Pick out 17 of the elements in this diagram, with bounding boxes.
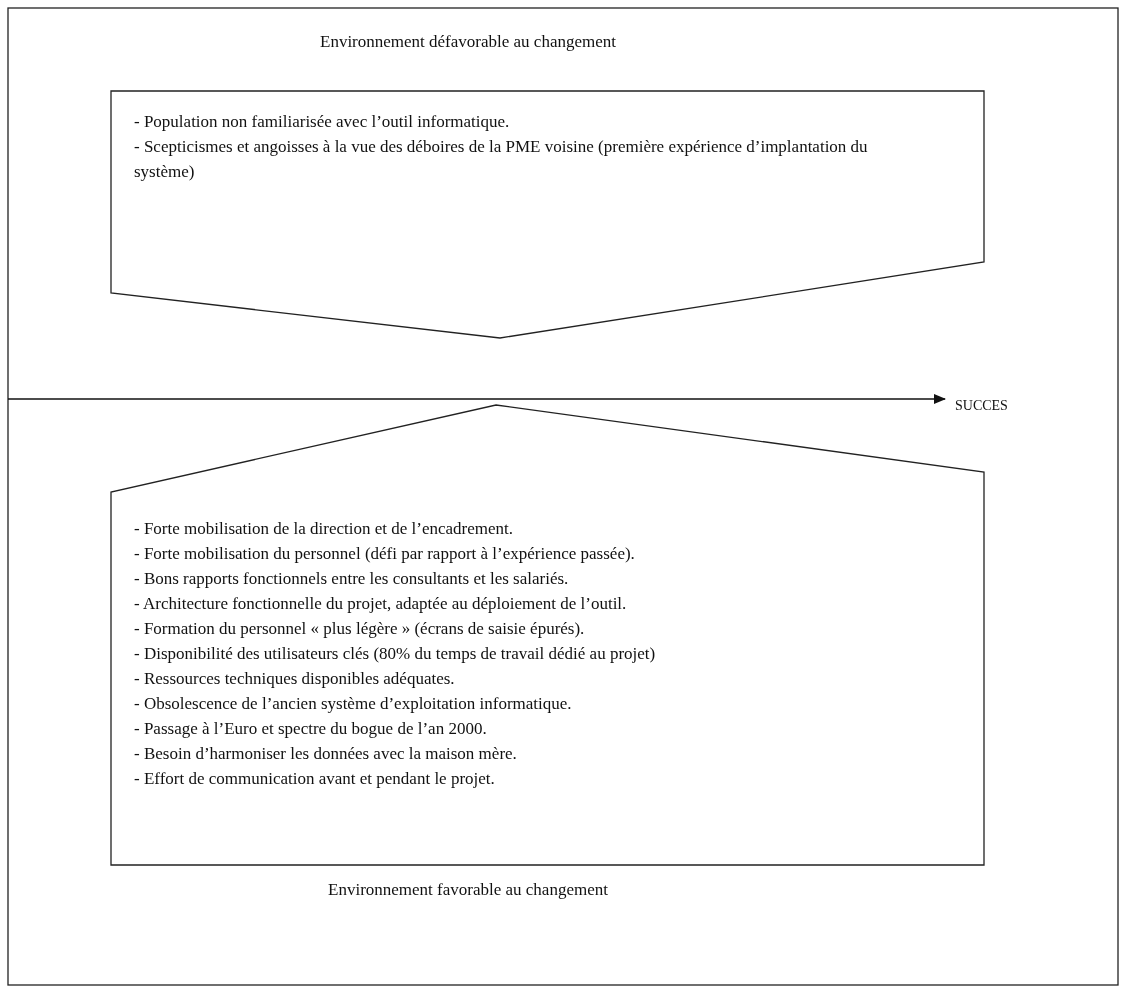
bullet-text: - Forte mobilisation de la direction et de l’encadrement. [134, 518, 515, 540]
bullet-text: - Population non familiarisée avec l’outil informatique. [134, 111, 511, 133]
bullet-text: - Scepticismes et angoisses à la vue des déboires de la PME voisine (première expérience d’implantation du système) [134, 136, 869, 183]
outcome-label: SUCCES [955, 397, 1008, 415]
bullet-text: - Passage à l’Euro et spectre du bogue de l’an 2000. [134, 718, 488, 740]
bullet-text: - Bons rapports fonctionnels entre les consultants et les salariés. [134, 568, 570, 590]
bullet-text: - Architecture fonctionnelle du projet, adaptée au déploiement de l’outil. [134, 593, 628, 615]
bullet-text: - Besoin d’harmoniser les données avec la maison mère. [134, 743, 518, 765]
bullet-text: - Disponibilité des utilisateurs clés (80% du temps de travail dédié au projet) [134, 643, 657, 665]
heading-text: Environnement défavorable au changement [319, 31, 617, 53]
bullet-text: - Formation du personnel « plus légère » (écrans de saisie épurés). [134, 618, 586, 640]
bullet-text: - Obsolescence de l’ancien système d’exploitation informatique. [134, 693, 573, 715]
bullet-text: - Ressources techniques disponibles adéquates. [134, 668, 456, 690]
arrow [7, 394, 946, 404]
bullet-text: - Effort de communication avant et pendant le projet. [134, 768, 496, 790]
heading-text: Environnement favorable au changement [327, 878, 609, 901]
bullet-text: - Forte mobilisation du personnel (défi par rapport à l’expérience passée). [134, 543, 636, 565]
